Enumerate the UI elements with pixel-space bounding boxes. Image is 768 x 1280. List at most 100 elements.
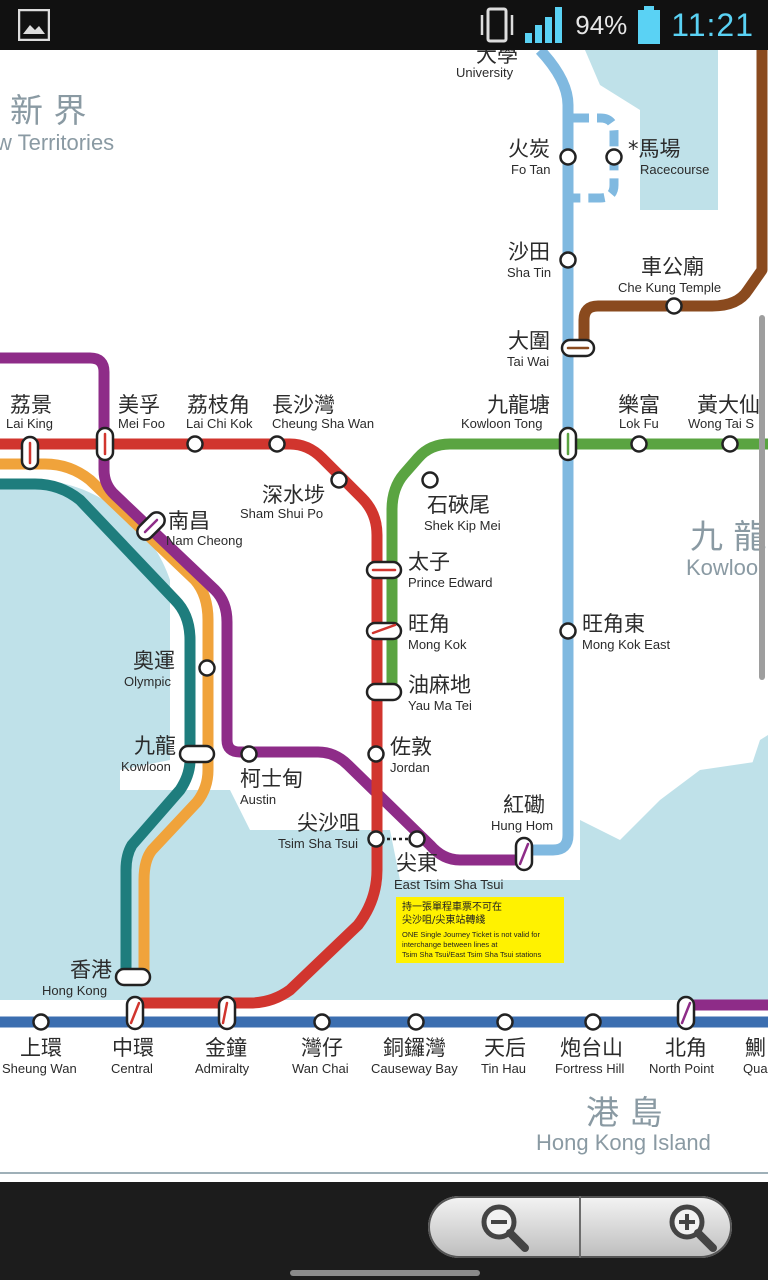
station-olympic[interactable] — [198, 659, 216, 677]
zoom-controls-bar — [0, 1182, 768, 1280]
label-wong-tai-sin-en: Wong Tai S — [688, 416, 754, 431]
map-vertical-scrollbar[interactable] — [759, 315, 765, 680]
mtr-route-map[interactable]: 新 界 w Territories 九 龍 Kowloo 港 島 Hong Ko… — [0, 50, 768, 1182]
label-mong-kok-east-zh: 旺角東 — [582, 612, 645, 636]
label-mong-kok-en: Mong Kok — [408, 637, 467, 652]
line-tsuen-wan — [0, 438, 383, 1009]
station-tsim-sha-tsui[interactable] — [367, 830, 385, 848]
notice-en-1: ONE Single Journey Ticket is not valid f… — [402, 930, 540, 939]
station-sheung-wan[interactable] — [32, 1013, 50, 1031]
label-shek-kip-mei-en: Shek Kip Mei — [424, 518, 501, 533]
label-east-tsim-sha-tsui-zh: 尖東 — [396, 851, 438, 875]
clock: 11:21 — [671, 6, 754, 43]
label-cheung-sha-wan-en: Cheung Sha Wan — [272, 416, 374, 431]
region-new-territories-zh: 新 界 — [10, 91, 87, 130]
notice-zh-1: 持一張單程車票不可在 — [402, 900, 502, 913]
station-mong-kok-east[interactable] — [559, 622, 577, 640]
label-hung-hom-zh: 紅磡 — [503, 793, 545, 817]
label-austin-en: Austin — [240, 792, 276, 807]
hung-hom-mark — [518, 842, 530, 866]
label-sham-shui-po-en: Sham Shui Po — [240, 506, 323, 521]
label-sham-shui-po-zh: 深水埗 — [262, 483, 325, 507]
label-tsim-sha-tsui-en: Tsim Sha Tsui — [278, 836, 358, 851]
station-sham-shui-po[interactable] — [330, 471, 348, 489]
station-yau-ma-tei[interactable] — [365, 682, 403, 702]
label-yau-ma-tei-zh: 油麻地 — [408, 673, 471, 697]
line-airport-express — [0, 478, 196, 975]
signal-icon — [525, 7, 563, 43]
bottom-scroll-handle[interactable] — [290, 1270, 480, 1276]
label-central-en: Central — [111, 1061, 153, 1076]
label-olympic-zh: 奧運 — [133, 649, 175, 673]
station-cheung-sha-wan[interactable] — [268, 435, 286, 453]
label-prince-edward-en: Prince Edward — [408, 575, 493, 590]
label-cheung-sha-wan-zh: 長沙灣 — [272, 393, 335, 417]
label-causeway-bay-zh: 銅鑼灣 — [383, 1036, 446, 1060]
label-tin-hau-en: Tin Hau — [481, 1061, 526, 1076]
label-jordan-zh: 佐敦 — [390, 735, 432, 759]
water-victoria-harbour — [120, 760, 768, 1000]
region-kowloon-zh: 九 龍 — [690, 517, 767, 556]
label-tsim-sha-tsui-zh: 尖沙咀 — [297, 811, 360, 835]
label-causeway-bay-en: Causeway Bay — [371, 1061, 458, 1076]
label-tin-hau-zh: 天后 — [484, 1036, 526, 1060]
station-fortress-hill[interactable] — [584, 1013, 602, 1031]
label-north-point-zh: 北角 — [665, 1036, 707, 1060]
vibrate-icon — [481, 7, 514, 43]
zoom-in-button[interactable] — [581, 1196, 732, 1258]
label-mong-kok-east-en: Mong Kok East — [582, 637, 671, 652]
zoom-in-icon — [669, 1204, 717, 1252]
station-kowloon[interactable] — [178, 744, 216, 764]
station-causeway-bay[interactable] — [407, 1013, 425, 1031]
region-kowloon-en: Kowloo — [686, 555, 758, 580]
label-nam-cheong-zh: 南昌 — [168, 509, 210, 533]
station-wan-chai[interactable] — [313, 1013, 331, 1031]
station-sha-tin[interactable] — [559, 251, 577, 269]
label-sheung-wan-en: Sheung Wan — [2, 1061, 77, 1076]
water-north — [585, 50, 718, 210]
water-north-east — [750, 735, 768, 780]
label-lai-chi-kok-en: Lai Chi Kok — [186, 416, 253, 431]
admiralty-mark — [221, 1001, 229, 1025]
region-hk-island-en: Hong Kong Island — [536, 1130, 711, 1155]
notice-zh-2: 尖沙咀/尖東站轉綫 — [402, 913, 485, 926]
line-tung-chung — [0, 458, 214, 975]
label-university-en: University — [456, 65, 514, 80]
zoom-divider — [579, 1196, 581, 1258]
label-wan-chai-en: Wan Chai — [292, 1061, 349, 1076]
station-shek-kip-mei[interactable] — [421, 471, 439, 489]
label-admiralty-zh: 金鐘 — [205, 1036, 247, 1060]
station-wong-tai-sin[interactable] — [721, 435, 739, 453]
zoom-out-button[interactable] — [428, 1196, 579, 1258]
station-tin-hau[interactable] — [496, 1013, 514, 1031]
label-racecourse-zh: *馬場 — [628, 137, 681, 161]
station-che-kung-temple[interactable] — [665, 297, 683, 315]
station-lai-chi-kok[interactable] — [186, 435, 204, 453]
label-university-zh: 大學 — [476, 50, 518, 67]
zoom-out-icon — [481, 1204, 529, 1252]
label-hong-kong-zh: 香港 — [70, 958, 112, 982]
station-lok-fu[interactable] — [630, 435, 648, 453]
label-shek-kip-mei-zh: 石硤尾 — [427, 493, 490, 517]
label-fo-tan-zh: 火炭 — [508, 137, 550, 161]
station-hong-kong[interactable] — [114, 967, 152, 987]
region-new-territories-en: w Territories — [0, 130, 114, 155]
station-racecourse[interactable] — [605, 148, 623, 166]
label-nam-cheong-en: Nam Cheong — [166, 533, 243, 548]
mtr-map-viewport[interactable]: 新 界 w Territories 九 龍 Kowloo 港 島 Hong Ko… — [0, 50, 768, 1182]
label-fo-tan-en: Fo Tan — [511, 162, 551, 177]
label-wong-tai-sin-zh: 黃大仙 — [697, 393, 760, 417]
line-east-rail — [525, 50, 574, 856]
label-east-tsim-sha-tsui-en: East Tsim Sha Tsui — [394, 877, 503, 892]
station-austin[interactable] — [240, 745, 258, 763]
label-fortress-hill-en: Fortress Hill — [555, 1061, 624, 1076]
notice-en-3: Tsim Sha Tsui/East Tsim Sha Tsui station… — [402, 950, 541, 959]
label-mei-foo-en: Mei Foo — [118, 416, 165, 431]
station-fo-tan[interactable] — [559, 148, 577, 166]
station-east-tsim-sha-tsui[interactable] — [408, 830, 426, 848]
region-hk-island-zh: 港 島 — [586, 1093, 663, 1132]
label-kowloon-en: Kowloon — [121, 759, 171, 774]
station-jordan[interactable] — [367, 745, 385, 763]
battery-icon — [638, 6, 661, 44]
label-jordan-en: Jordan — [390, 760, 430, 775]
